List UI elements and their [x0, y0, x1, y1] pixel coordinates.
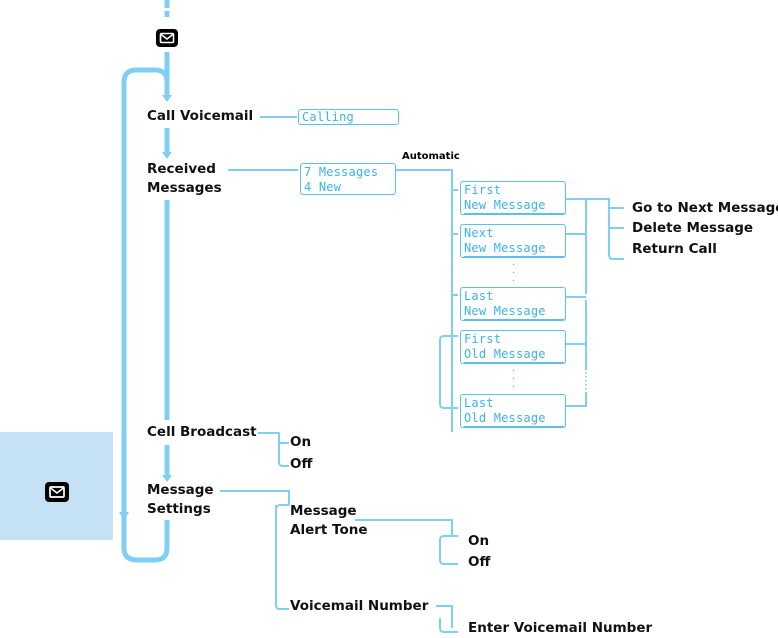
alert-tone-label-line1[interactable]: Message	[290, 503, 357, 519]
alert-tone-on-option[interactable]: On	[468, 533, 490, 549]
screen-line: New Message	[464, 241, 565, 257]
ellipsis-dot: .	[512, 379, 516, 390]
ellipsis-dot: .	[512, 257, 516, 268]
ellipsis-dot: .	[512, 265, 516, 276]
last-new-message-screen[interactable]: Last New Message	[460, 287, 566, 321]
automatic-label: Automatic	[402, 151, 460, 162]
last-old-message-screen[interactable]: Last Old Message	[460, 394, 566, 428]
screen-line: New Message	[464, 304, 565, 320]
message-settings-label-line2[interactable]: Settings	[147, 501, 211, 517]
calling-screen: Calling	[298, 109, 399, 125]
screen-line: Old Message	[464, 411, 565, 427]
messages-count-screen: 7 Messages 4 New	[300, 163, 396, 195]
ellipsis: . . .	[512, 257, 516, 284]
screen-line: Old Message	[464, 347, 565, 363]
alert-tone-label-line2[interactable]: Alert Tone	[290, 522, 368, 538]
message-settings-label-line1[interactable]: Message	[147, 482, 214, 498]
call-voicemail-label[interactable]: Call Voicemail	[147, 108, 254, 124]
screen-line: New Message	[464, 198, 565, 214]
ellipsis-dot: .	[512, 371, 516, 382]
screen-line: Next	[464, 226, 494, 240]
go-to-next-message-option[interactable]: Go to Next Message	[632, 200, 778, 216]
ellipsis-dot: .	[512, 273, 516, 284]
delete-message-option[interactable]: Delete Message	[632, 220, 754, 236]
calling-screen-text: Calling	[302, 110, 354, 124]
voicemail-number-label[interactable]: Voicemail Number	[290, 598, 429, 614]
ellipsis: . . .	[512, 363, 516, 390]
envelope-icon[interactable]	[156, 29, 178, 47]
received-messages-label-line1[interactable]: Received	[147, 161, 216, 177]
first-old-message-screen[interactable]: First Old Message	[460, 330, 566, 364]
spine-arrows	[119, 95, 172, 520]
messages-count-line: 7 Messages	[304, 165, 379, 179]
cell-broadcast-off-option[interactable]: Off	[290, 456, 313, 472]
side-panel	[0, 432, 113, 540]
alert-tone-off-option[interactable]: Off	[468, 554, 491, 570]
screen-line: First	[464, 332, 502, 346]
cell-broadcast-label[interactable]: Cell Broadcast	[147, 424, 257, 440]
first-new-message-screen[interactable]: First New Message	[460, 181, 566, 215]
main-spine	[121, 0, 170, 563]
enter-voicemail-number-option[interactable]: Enter Voicemail Number	[468, 620, 653, 636]
return-call-option[interactable]: Return Call	[632, 241, 717, 257]
envelope-icon[interactable]	[45, 482, 69, 502]
cell-broadcast-on-option[interactable]: On	[290, 434, 312, 450]
received-messages-label-line2[interactable]: Messages	[147, 180, 222, 196]
screen-line: Last	[464, 289, 494, 303]
messages-new-line: 4 New	[304, 180, 342, 194]
screen-line: First	[464, 183, 502, 197]
next-new-message-screen[interactable]: Next New Message	[460, 224, 566, 258]
screen-line: Last	[464, 396, 494, 410]
ellipsis-dot: .	[512, 363, 516, 374]
